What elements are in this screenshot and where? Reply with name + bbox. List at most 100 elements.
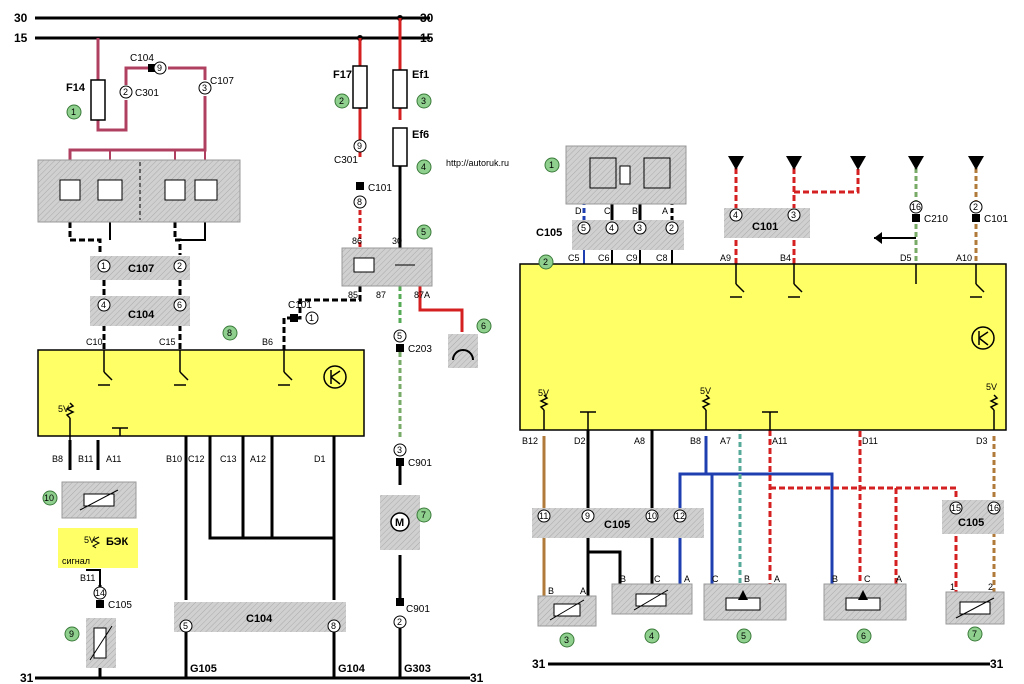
r-callout-4: 4 bbox=[649, 631, 654, 641]
s4-pin-b: B bbox=[620, 574, 626, 584]
s3-pin-b: B bbox=[548, 586, 554, 596]
s6-pin-b: B bbox=[832, 574, 838, 584]
bek-5v: 5V bbox=[84, 535, 95, 545]
r-relay-pin-c: C bbox=[604, 206, 611, 216]
r-c105b-pin-15: 15 bbox=[951, 503, 961, 513]
c203-pin: 5 bbox=[397, 331, 402, 341]
r-ecu-pin-c5: C5 bbox=[568, 253, 580, 263]
ecu-pin-b8: B8 bbox=[52, 454, 63, 464]
relay-pin-87a: 87A bbox=[414, 290, 430, 300]
s5-pin-b: B bbox=[744, 574, 750, 584]
motor-symbol: M bbox=[395, 517, 404, 529]
s4-pin-c: C bbox=[654, 574, 661, 584]
ecu-pin-b11: B11 bbox=[78, 454, 93, 464]
left-components: F14 9 C104 2 C301 3 C107 1 2 C107 4 6 C1… bbox=[37, 53, 492, 675]
fuse-ef1-label: Ef1 bbox=[412, 69, 429, 81]
r-ecu-pin-c8: C8 bbox=[656, 253, 668, 263]
r-c101c-pin: 2 bbox=[973, 202, 978, 212]
c301-pin: 2 bbox=[123, 87, 128, 97]
ecu-pin-c13: C13 bbox=[220, 454, 237, 464]
r-callout-6: 6 bbox=[861, 631, 866, 641]
r-ecu-pin-b12: B12 bbox=[522, 436, 538, 446]
ecu-pin-c12: C12 bbox=[188, 454, 205, 464]
ecu-pin-b6: B6 bbox=[262, 337, 273, 347]
r-callout-5: 5 bbox=[741, 631, 746, 641]
r-relay-pin-a: A bbox=[662, 206, 668, 216]
rail-30-left-label: 30 bbox=[14, 11, 28, 25]
relay-pin-85: 85 bbox=[348, 290, 358, 300]
callout-9: 9 bbox=[69, 629, 74, 639]
r-ecu-5v-3: 5V bbox=[986, 382, 997, 392]
r-ecu-pin-a7: A7 bbox=[720, 436, 731, 446]
r-ecu-pin-b8: B8 bbox=[690, 436, 701, 446]
website-label: http://autoruk.ru bbox=[446, 158, 509, 168]
ecu-pin-d1: D1 bbox=[314, 454, 326, 464]
callout-10: 10 bbox=[44, 493, 54, 503]
s3-pin-a: A bbox=[580, 586, 586, 596]
callout-2: 2 bbox=[339, 96, 344, 106]
r-relay-pin-b: B bbox=[632, 206, 638, 216]
r-c105c-label: C105 bbox=[958, 517, 984, 529]
r-c105-pin-4: 4 bbox=[609, 223, 614, 233]
rail-31-left-label: 31 bbox=[20, 671, 34, 684]
r-c105b-label: C105 bbox=[604, 519, 630, 531]
r-c210-pin: 16 bbox=[911, 202, 921, 212]
c301-label: C301 bbox=[135, 88, 159, 99]
r-c105-pin-2: 2 bbox=[669, 223, 674, 233]
rail-15-left-label: 15 bbox=[14, 31, 28, 45]
bek-b11: B11 bbox=[80, 573, 95, 583]
r-ecu-pin-d3: D3 bbox=[976, 436, 988, 446]
relay-pin-30: 30 bbox=[392, 236, 402, 246]
r-relay-pin-d: D bbox=[575, 206, 582, 216]
ecu-pin-a12: A12 bbox=[250, 454, 266, 464]
power-rails: 30 15 30 15 31 31 31 31 bbox=[14, 11, 1004, 684]
c105-label: C105 bbox=[108, 600, 132, 611]
c107-block-label: C107 bbox=[128, 263, 154, 275]
s6-pin-a: A bbox=[896, 574, 902, 584]
r-c101a-pin: 4 bbox=[733, 210, 738, 220]
r-ecu-pin-c9: C9 bbox=[626, 253, 638, 263]
r-c210-label: C210 bbox=[924, 214, 948, 225]
r-ecu-5v-1: 5V bbox=[538, 388, 549, 398]
rail-30-right-label: 30 bbox=[420, 11, 434, 25]
callout-3: 3 bbox=[421, 96, 426, 106]
callout-1: 1 bbox=[71, 107, 76, 117]
c104-block-label: C104 bbox=[128, 309, 155, 321]
c101b-pin: 8 bbox=[357, 197, 362, 207]
c104-pin-6: 6 bbox=[177, 300, 182, 310]
r-ecu-5v-2: 5V bbox=[700, 386, 711, 396]
ground-g105: G105 bbox=[190, 663, 217, 675]
c107-pin-2: 2 bbox=[177, 261, 182, 271]
c104-bot-pin-5: 5 bbox=[183, 621, 188, 631]
relay-pin-87: 87 bbox=[376, 290, 386, 300]
c301b-label: C301 bbox=[334, 155, 358, 166]
ecu-5v-label: 5V bbox=[58, 404, 69, 414]
s5-pin-c: C bbox=[712, 574, 719, 584]
c107-top-label: C107 bbox=[210, 76, 234, 87]
r-c105b-pin-11: 11 bbox=[539, 511, 548, 521]
r-ecu-pin-a11: A11 bbox=[772, 436, 787, 446]
c105-pin: 14 bbox=[95, 588, 105, 598]
ecu-pin-a11: A11 bbox=[106, 454, 121, 464]
r-c101b-pin: 3 bbox=[791, 210, 796, 220]
fuse-f17-label: F17 bbox=[333, 69, 352, 81]
c101b-label: C101 bbox=[368, 183, 392, 194]
r-c101-block-label: C101 bbox=[752, 221, 778, 233]
ecu-pin-c10: C10 bbox=[86, 337, 103, 347]
c101-label: C101 bbox=[288, 300, 312, 311]
c301b-pin: 9 bbox=[357, 141, 362, 151]
r-ecu-pin-d11: D11 bbox=[862, 436, 878, 446]
r-ecu-pin-a10: A10 bbox=[956, 253, 972, 263]
fuse-ef6-label: Ef6 bbox=[412, 129, 429, 141]
c107-top-pin: 3 bbox=[202, 83, 207, 93]
r-ecu-pin-a9: A9 bbox=[720, 253, 731, 263]
c104-bot-pin-8: 8 bbox=[331, 621, 336, 631]
callout-6: 6 bbox=[481, 321, 486, 331]
ground-g104: G104 bbox=[338, 663, 366, 675]
r-c101c-label: C101 bbox=[984, 214, 1008, 225]
c104-bot-label: C104 bbox=[246, 613, 273, 625]
rail-31-right-end-label: 31 bbox=[990, 657, 1004, 671]
c107-pin-1: 1 bbox=[101, 261, 106, 271]
c104-top-label: C104 bbox=[130, 53, 154, 64]
